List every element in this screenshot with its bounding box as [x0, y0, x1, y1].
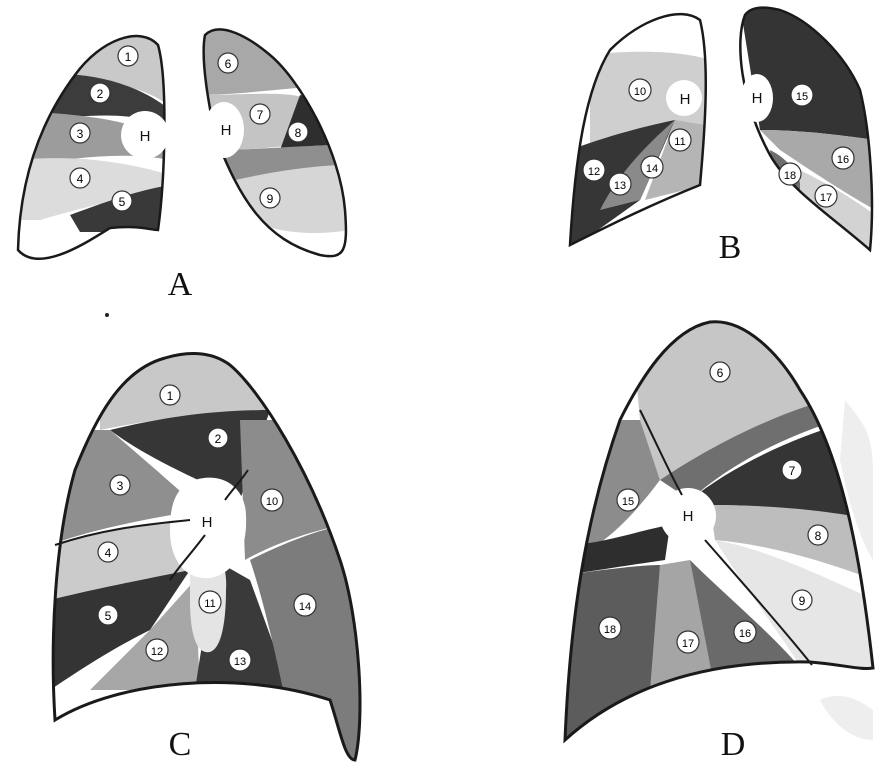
- segment-label-16: 16: [832, 147, 854, 169]
- segment-label-5: 5: [98, 605, 118, 625]
- segment-label-13: 13: [609, 173, 631, 195]
- segment-label-10: 10: [629, 79, 651, 101]
- segment-label-4: 4: [70, 168, 90, 188]
- segment-label-17: 17: [677, 631, 699, 653]
- panel-c-hilum-label: H: [202, 514, 213, 531]
- segment-label-3: 3: [70, 123, 90, 143]
- svg-text:9: 9: [267, 192, 274, 206]
- segment-label-3: 3: [110, 475, 130, 495]
- panel-b-right-lung-segments: [730, 5, 875, 255]
- svg-text:9: 9: [799, 594, 806, 608]
- panel-b: H H 10 11 12 13 14 15 16 17 18 B: [565, 5, 875, 266]
- panel-b-left-lung-segments: [565, 5, 715, 255]
- panel-b-right-hilum-label: H: [752, 90, 763, 107]
- segment-label-11: 11: [669, 129, 691, 151]
- segment-label-9: 9: [260, 188, 280, 208]
- panel-a-right-hilum-label: H: [221, 122, 232, 139]
- segment-label-8: 8: [808, 525, 828, 545]
- segment-label-12: 12: [146, 639, 168, 661]
- panel-a-caption: A: [168, 266, 193, 303]
- segment-label-9: 9: [792, 590, 812, 610]
- segment-label-15: 15: [791, 84, 813, 106]
- svg-text:2: 2: [215, 432, 222, 446]
- panel-b-caption: B: [719, 229, 742, 266]
- svg-text:1: 1: [125, 50, 132, 64]
- svg-text:17: 17: [820, 192, 832, 204]
- segment-label-14: 14: [294, 594, 316, 616]
- panel-a-left-hilum-label: H: [140, 128, 151, 145]
- segment-label-17: 17: [815, 185, 837, 207]
- svg-text:13: 13: [234, 656, 246, 668]
- svg-text:11: 11: [674, 136, 685, 148]
- segment-label-1: 1: [118, 46, 138, 66]
- svg-text:4: 4: [105, 546, 112, 560]
- segment-label-7: 7: [782, 460, 802, 480]
- segment-label-15: 15: [617, 489, 639, 511]
- background-smudge: [820, 696, 873, 740]
- speck: [105, 313, 109, 317]
- segment-label-2: 2: [208, 428, 228, 448]
- panel-b-left-hilum-label: H: [680, 91, 691, 108]
- segment-label-1: 1: [160, 385, 180, 405]
- svg-text:8: 8: [815, 529, 822, 543]
- segment-label-6: 6: [218, 53, 238, 73]
- svg-text:18: 18: [784, 170, 796, 182]
- segment-label-18: 18: [599, 617, 621, 639]
- svg-text:3: 3: [77, 127, 84, 141]
- svg-text:18: 18: [604, 624, 616, 636]
- segment-label-14: 14: [641, 156, 663, 178]
- svg-text:12: 12: [151, 646, 163, 658]
- svg-text:7: 7: [257, 108, 264, 122]
- svg-text:14: 14: [299, 601, 311, 613]
- segment-label-7: 7: [250, 104, 270, 124]
- svg-text:17: 17: [682, 638, 694, 650]
- segment-label-8: 8: [288, 122, 308, 142]
- svg-text:15: 15: [622, 496, 634, 508]
- svg-text:2: 2: [97, 87, 104, 101]
- panel-d-caption: D: [721, 726, 746, 763]
- svg-text:4: 4: [77, 172, 84, 186]
- segment-label-13: 13: [229, 649, 251, 671]
- segment-label-5: 5: [112, 191, 132, 211]
- segment-label-6: 6: [710, 362, 730, 382]
- segment-label-18: 18: [779, 163, 801, 185]
- panel-a: H H 1 2 3 4 5 6 7 8 9 A: [10, 15, 355, 303]
- svg-text:10: 10: [634, 86, 646, 98]
- svg-text:5: 5: [105, 609, 112, 623]
- segment-label-16: 16: [734, 621, 756, 643]
- svg-text:11: 11: [204, 598, 215, 610]
- panel-c-caption: C: [169, 726, 192, 763]
- svg-text:6: 6: [717, 366, 724, 380]
- svg-text:15: 15: [796, 91, 808, 103]
- svg-text:16: 16: [739, 628, 751, 640]
- segment-label-12: 12: [583, 159, 605, 181]
- svg-text:1: 1: [167, 389, 174, 403]
- panel-c: H 1 2 3 4 5 10 11 12 13 14 C: [40, 340, 370, 770]
- svg-text:12: 12: [588, 166, 600, 178]
- segment-label-4: 4: [98, 542, 118, 562]
- segment-label-2: 2: [90, 83, 110, 103]
- svg-text:8: 8: [295, 126, 302, 140]
- svg-text:13: 13: [614, 180, 626, 192]
- segment-label-10: 10: [261, 489, 283, 511]
- panel-d: H 6 7 8 9 15 16 17 18 D: [560, 310, 876, 763]
- svg-text:5: 5: [119, 195, 126, 209]
- panel-d-hilum-label: H: [683, 508, 694, 525]
- svg-text:7: 7: [789, 464, 796, 478]
- segment-label-11: 11: [199, 591, 221, 613]
- svg-text:6: 6: [225, 57, 232, 71]
- svg-text:16: 16: [837, 154, 849, 166]
- svg-text:14: 14: [646, 163, 658, 175]
- svg-text:3: 3: [117, 479, 124, 493]
- svg-text:10: 10: [266, 496, 278, 508]
